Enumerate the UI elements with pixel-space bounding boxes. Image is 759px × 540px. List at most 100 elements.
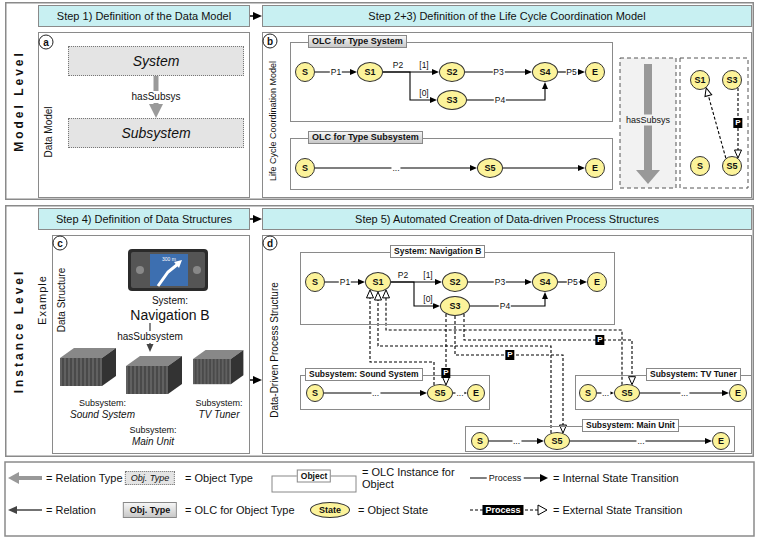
node-text: Main Unit (132, 436, 174, 448)
transition-label: P5 (566, 277, 578, 287)
object-state: S (295, 158, 315, 178)
legend-sample (540, 474, 548, 482)
transition-label: P3 (494, 277, 506, 287)
navigation-device (128, 249, 208, 291)
state-name: S3 (726, 75, 737, 85)
legend-text: = Object Type (185, 472, 267, 484)
step-header: Step 2+3) Definition of the Life Cycle C… (262, 5, 752, 27)
state-name: S (477, 436, 483, 446)
state-name: S1 (372, 277, 383, 287)
navigation-device (193, 266, 201, 274)
object-state: E (729, 384, 747, 402)
object-state: S4 (532, 62, 558, 82)
object-item: Subsystem:Main Unit (118, 352, 188, 447)
legend-text: = OLC for Object Type (185, 504, 305, 516)
node-text: Data Model (42, 72, 56, 192)
transition-label: P (505, 350, 514, 360)
step-header: Step 1) Definition of the Data Model (38, 5, 250, 27)
transition-label: P (441, 368, 450, 378)
object-state: S2 (439, 62, 465, 82)
legend-sample (8, 472, 19, 484)
legend-sample: Object (297, 470, 331, 483)
legend-text: = Internal State Transition (553, 472, 748, 484)
legend-frame (5, 462, 754, 536)
internal-transition (391, 282, 433, 306)
object-state: E (585, 158, 605, 178)
transition-label: ... (636, 436, 645, 446)
object-state: S (579, 384, 597, 402)
navigation-device (131, 252, 205, 288)
transition-label: [0] (418, 88, 429, 98)
transition-label: ... (601, 388, 610, 398)
node-text: Navigation B (130, 307, 209, 323)
transition-label: P2 (397, 270, 409, 280)
object-state: S5 (614, 384, 640, 402)
state-name: S2 (449, 277, 460, 287)
legend-sample (16, 509, 42, 511)
state-name: S4 (539, 277, 550, 287)
node-text: System (133, 53, 180, 69)
node-text: Sound System (70, 409, 135, 421)
olc-title: Subsystem: TV Tuner (646, 368, 741, 381)
step-header: Step 4) Definition of Data Structures (38, 208, 250, 230)
olc-title: Subsystem: Main Unit (582, 419, 679, 432)
external-transition (464, 314, 632, 377)
object-state: S (305, 272, 325, 292)
object-state: S (306, 384, 324, 402)
object-state: S (295, 62, 315, 82)
object-state: S5 (427, 384, 453, 402)
transition-label: hasSubsys (130, 91, 183, 103)
legend-text: = Relation Type (46, 472, 136, 484)
panel-frame: SS1S2S3S4ESystem: Navigation BSS5ESubsys… (262, 235, 752, 454)
circle-letter: b (263, 34, 278, 49)
step-arrow (250, 379, 253, 381)
state-name: E (473, 388, 479, 398)
state-name: E (718, 436, 724, 446)
object-state: S3 (440, 296, 470, 316)
object-item: Subsystem:Sound System (55, 343, 150, 420)
state-name: E (592, 163, 598, 173)
panel-frame: System:Navigation BSubsystem:Sound Syste… (52, 235, 250, 454)
subsystem-device (231, 350, 244, 384)
object-state: E (585, 62, 605, 82)
legend-text: = Object State (358, 504, 458, 516)
internal-transition (503, 167, 578, 168)
legend-sample: Obj. Type (125, 471, 175, 485)
screen-text: 300 m (162, 256, 176, 262)
transition-label: ... (680, 388, 689, 398)
transition-label: ... (455, 388, 464, 398)
state-name: S (697, 161, 703, 171)
object-state: S4 (532, 272, 558, 292)
transition-label: P3 (492, 67, 504, 77)
level-section: Step 1) Definition of the Data Model Step… (5, 2, 754, 200)
subsys-relation-group (620, 58, 748, 188)
object-state: S (690, 156, 710, 176)
node-text: Model Level (12, 6, 26, 196)
relation-label: hasSubsys (625, 115, 671, 126)
object-type-box: System (68, 46, 244, 76)
node-text: Subsystem: (129, 425, 176, 435)
transition-label: P4 (494, 95, 506, 105)
relation-arrowhead (636, 170, 660, 184)
legend-sample: Process (482, 505, 523, 515)
olc-box: SS1S2S3S4EOLC for Type System (290, 42, 613, 122)
state-name: S1 (364, 67, 375, 77)
legend-frame (5, 462, 754, 536)
state-name: S (302, 67, 308, 77)
state-name: S4 (539, 67, 550, 77)
state-name: S5 (726, 161, 737, 171)
state-name: E (594, 277, 600, 287)
legend-text: = OLC Instance for Object (362, 466, 462, 490)
legend-sample: Process (487, 473, 524, 483)
state-name: E (592, 67, 598, 77)
panel-frame: SS1S2S3S4EOLC for Type SystemSS5EOLC for… (262, 32, 752, 198)
subsystem-device (193, 359, 231, 384)
transition-label: P4 (499, 301, 511, 311)
circle-letter: c (53, 236, 68, 251)
node-text: Data-Driven Process Structure (268, 255, 282, 445)
olc-box: SS1S2S3S4ESystem: Navigation B (300, 252, 615, 325)
transition-label: ... (391, 163, 400, 173)
relation-frame (620, 58, 676, 188)
node-text: TV Tuner (199, 409, 240, 421)
circle-letter: a (39, 35, 54, 50)
